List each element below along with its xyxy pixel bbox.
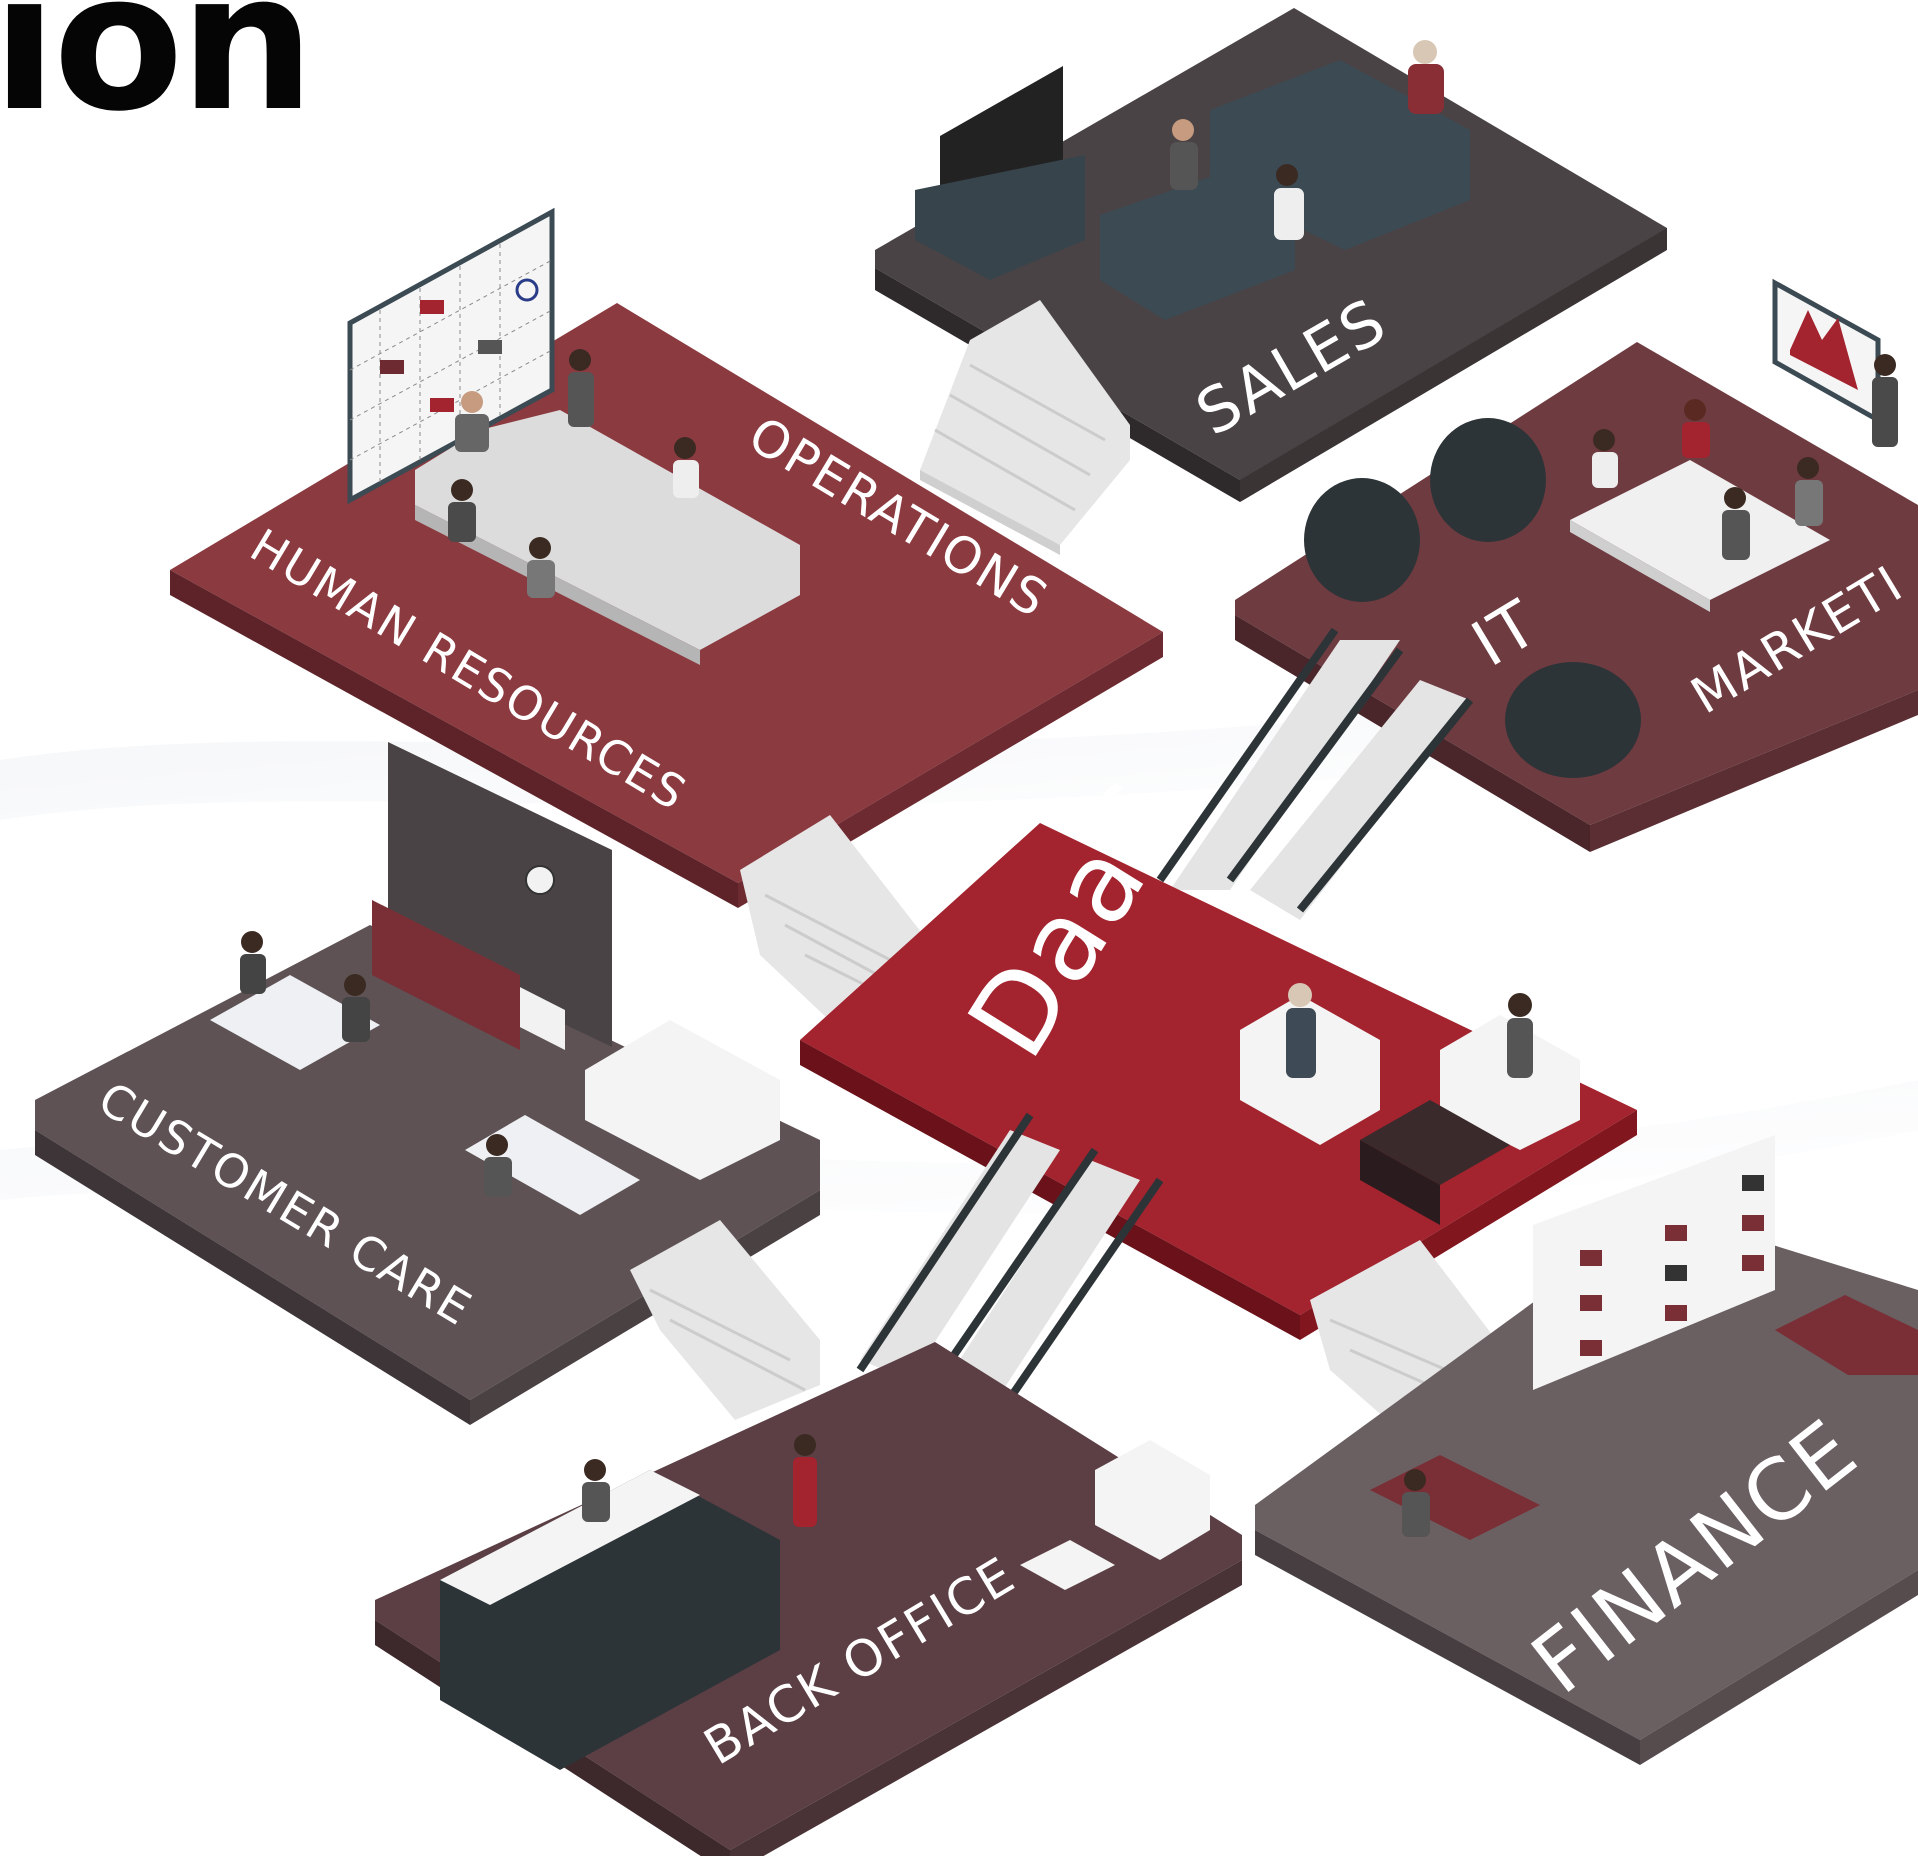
bookshelf (1533, 1135, 1775, 1390)
beanbag (1430, 418, 1546, 542)
finance-platform: FINANCE (1255, 1135, 1918, 1765)
coffee-table (1360, 1100, 1510, 1185)
page-heading-fragment: ion (0, 0, 315, 153)
staircase (920, 300, 1130, 555)
armchair (1440, 1015, 1580, 1150)
escalator (1156, 627, 1474, 920)
beanbag (1505, 662, 1641, 778)
whiteboard (347, 207, 555, 505)
escalator (856, 1112, 1164, 1423)
beanbag (1304, 478, 1420, 602)
staircase (630, 1220, 820, 1420)
back-office-platform: BACK OFFICE (375, 1342, 1242, 1856)
clock-icon (525, 865, 555, 895)
background-swoosh (0, 640, 1918, 820)
sofa (585, 1020, 780, 1180)
daas-platform: DaaS (800, 759, 1637, 1340)
